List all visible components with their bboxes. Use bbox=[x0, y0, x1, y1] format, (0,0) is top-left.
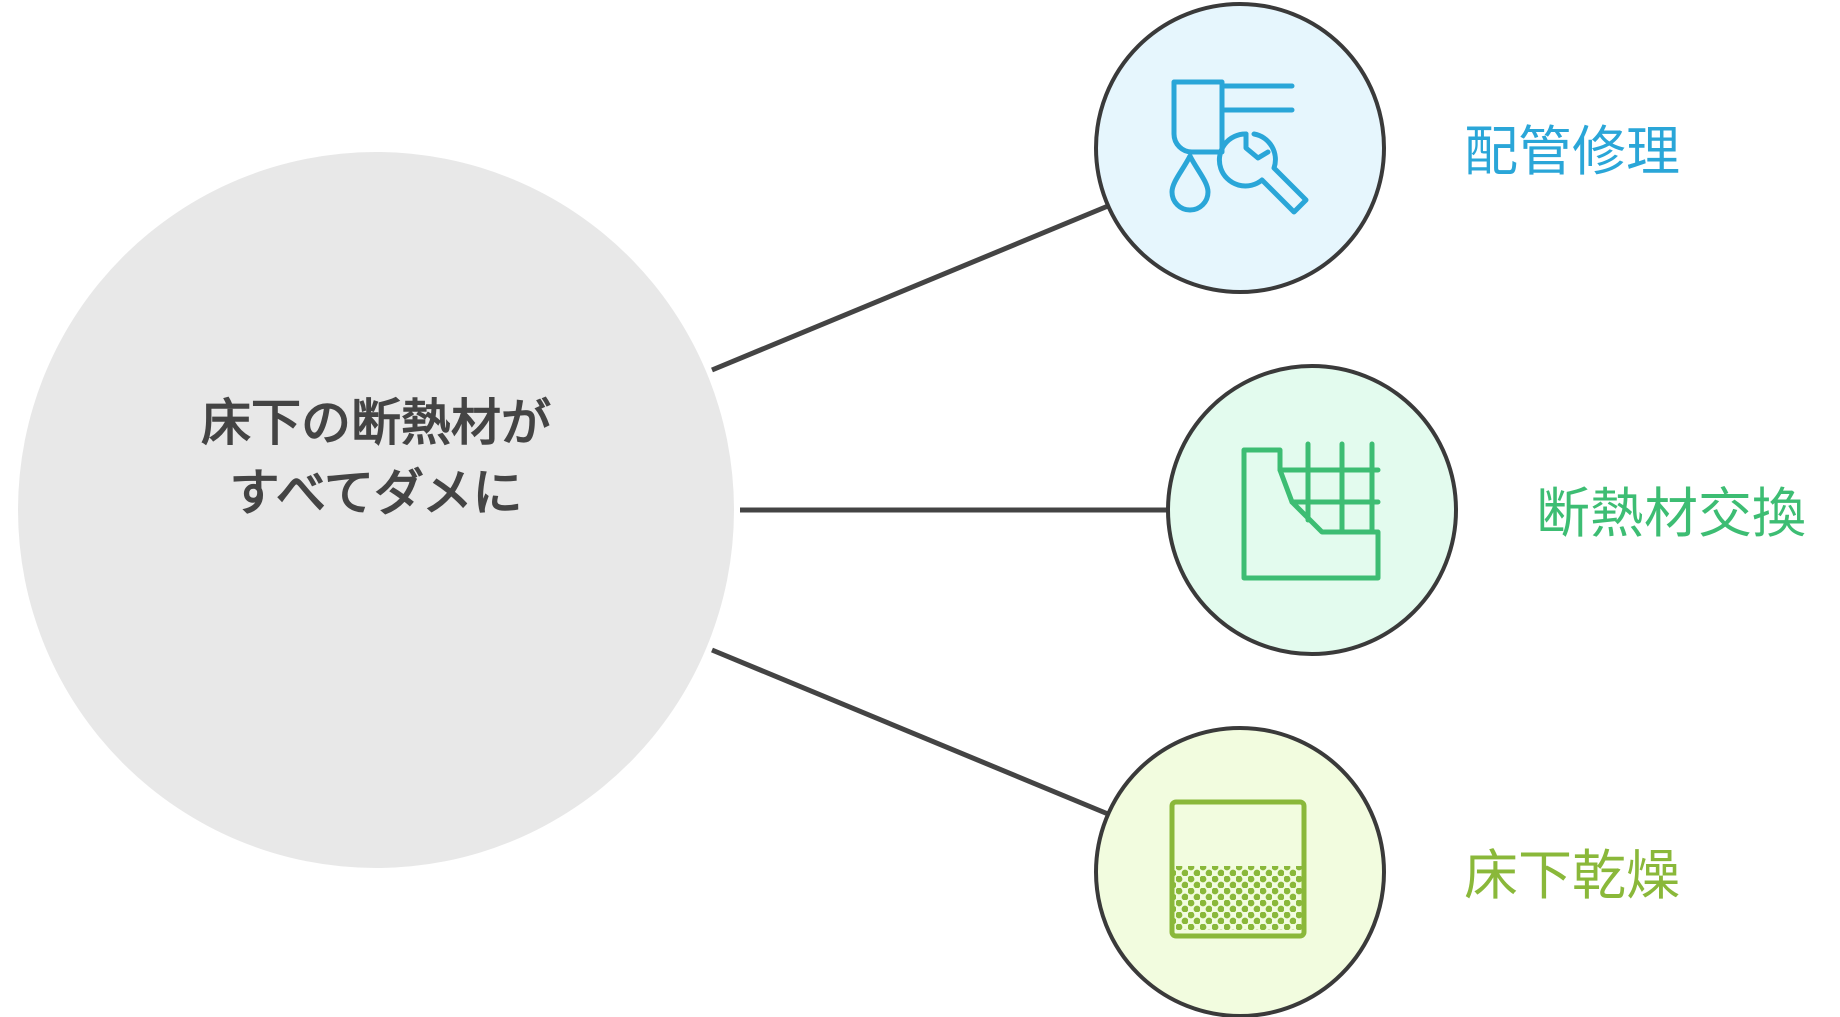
node-label-insulation: 断熱材交換 bbox=[1536, 482, 1806, 545]
center-title-line2: すべてダメに bbox=[230, 464, 523, 522]
node-circle-insulation bbox=[1166, 364, 1458, 656]
connector-top bbox=[711, 203, 1109, 373]
node-circle-pipe-repair bbox=[1094, 2, 1386, 294]
node-drying: 床下乾燥 bbox=[1094, 726, 1680, 1017]
drying-icon bbox=[1169, 799, 1307, 939]
connector-bottom bbox=[711, 647, 1109, 817]
pipe-repair-icon bbox=[1169, 79, 1309, 215]
center-title-line1: 床下の断熱材が bbox=[201, 394, 551, 452]
insulation-icon bbox=[1241, 441, 1381, 581]
node-pipe-repair: 配管修理 bbox=[1094, 2, 1680, 294]
center-node: 床下の断熱材が すべてダメに bbox=[18, 152, 734, 868]
center-circle bbox=[18, 152, 734, 868]
node-insulation: 断熱材交換 bbox=[1166, 364, 1806, 656]
node-label-pipe-repair: 配管修理 bbox=[1464, 120, 1680, 183]
node-label-drying: 床下乾燥 bbox=[1464, 844, 1680, 907]
